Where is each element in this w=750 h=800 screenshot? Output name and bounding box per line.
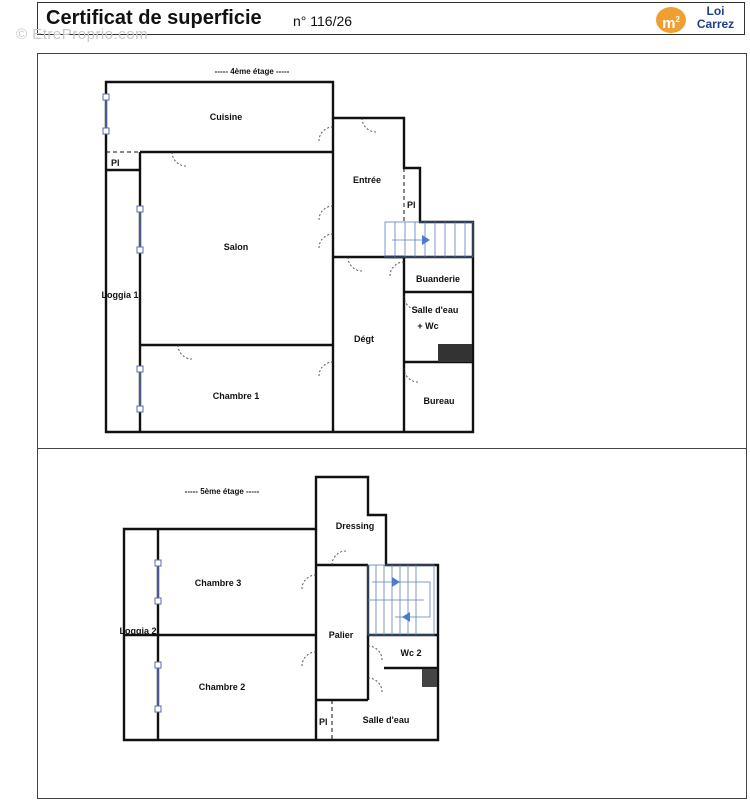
room-loggia1: Loggia 1 xyxy=(101,290,138,300)
wc-fixture xyxy=(422,669,437,687)
door-swing xyxy=(403,367,419,383)
room-pl-a: Pl xyxy=(111,158,120,168)
door-swing xyxy=(301,651,317,667)
room-pl: Pl xyxy=(319,717,328,727)
room-salle-eau-2: Salle d'eau xyxy=(363,715,410,725)
room-buanderie: Buanderie xyxy=(416,274,460,284)
watermark: © EtreProprio.com xyxy=(16,26,149,43)
loi-line2: Carrez xyxy=(696,17,735,31)
room-cuisine: Cuisine xyxy=(210,112,243,122)
door-swing xyxy=(171,151,187,167)
floor-divider xyxy=(37,448,747,449)
floor5-title: ----- 5ème étage ----- xyxy=(185,487,260,496)
window-frame xyxy=(154,705,162,713)
stair-steps xyxy=(394,222,466,257)
room-pl-b: Pl xyxy=(407,200,416,210)
room-salle-eau-1: Salle d'eau xyxy=(412,305,459,315)
floor4-plan: ----- 4ème étage ----- xyxy=(101,67,475,434)
loi-carrez-label: Loi Carrez xyxy=(688,5,743,31)
window-frame xyxy=(136,405,144,413)
window-frame xyxy=(154,661,162,669)
page-title: Certificat de superficie xyxy=(46,7,262,29)
room-wc2: Wc 2 xyxy=(400,648,421,658)
door-swing xyxy=(361,117,377,133)
window-frame xyxy=(136,246,144,254)
room-degt: Dégt xyxy=(354,334,374,344)
room-salle-eau-1-wc: + Wc xyxy=(417,321,438,331)
room-chambre1: Chambre 1 xyxy=(213,391,260,401)
door-swing xyxy=(318,233,334,249)
door-swing xyxy=(318,205,334,221)
door-swing xyxy=(367,645,383,661)
badge-m: m xyxy=(662,15,676,32)
floor5-plan: ----- 5ème étage ----- xyxy=(119,475,440,742)
door-swing xyxy=(389,261,405,277)
floor4-title: ----- 4ème étage ----- xyxy=(215,67,290,76)
plan-frame xyxy=(37,53,747,799)
window-frame xyxy=(154,559,162,567)
door-swing xyxy=(331,550,347,566)
room-palier: Palier xyxy=(329,630,354,640)
room-chambre2: Chambre 2 xyxy=(199,682,246,692)
room-dressing: Dressing xyxy=(336,521,375,531)
room-chambre3: Chambre 3 xyxy=(195,578,242,588)
stair-arrow-icon xyxy=(422,235,430,245)
floor5-outer-wall xyxy=(122,475,440,742)
door-swing xyxy=(367,677,383,693)
stair-line xyxy=(372,581,431,618)
m2-logo-icon: m2 xyxy=(656,7,686,33)
loi-line1: Loi xyxy=(706,4,725,18)
door-swing xyxy=(347,256,363,272)
floor4-outer-wall xyxy=(104,80,475,434)
room-loggia2: Loggia 2 xyxy=(119,626,156,636)
certificate-header: Certificat de superficie n° 116/26 m2 Lo… xyxy=(37,2,745,35)
door-swing xyxy=(403,295,419,311)
door-swing xyxy=(318,361,334,377)
badge-sup: 2 xyxy=(675,15,680,24)
window-frame xyxy=(154,597,162,605)
room-bureau: Bureau xyxy=(423,396,454,406)
door-swing xyxy=(318,126,334,142)
door-swing xyxy=(177,344,193,360)
stairs xyxy=(384,221,474,258)
window-frame xyxy=(102,93,110,101)
door-swing xyxy=(301,574,317,590)
window-frame xyxy=(136,365,144,373)
room-salon: Salon xyxy=(224,242,249,252)
window-frame xyxy=(102,127,110,135)
shower-tray xyxy=(438,344,472,362)
window-frame xyxy=(136,205,144,213)
room-entree: Entrée xyxy=(353,175,381,185)
certificate-number: n° 116/26 xyxy=(293,13,353,29)
stair-arrow-icon xyxy=(392,577,400,587)
stair-arrow-icon xyxy=(402,612,410,622)
